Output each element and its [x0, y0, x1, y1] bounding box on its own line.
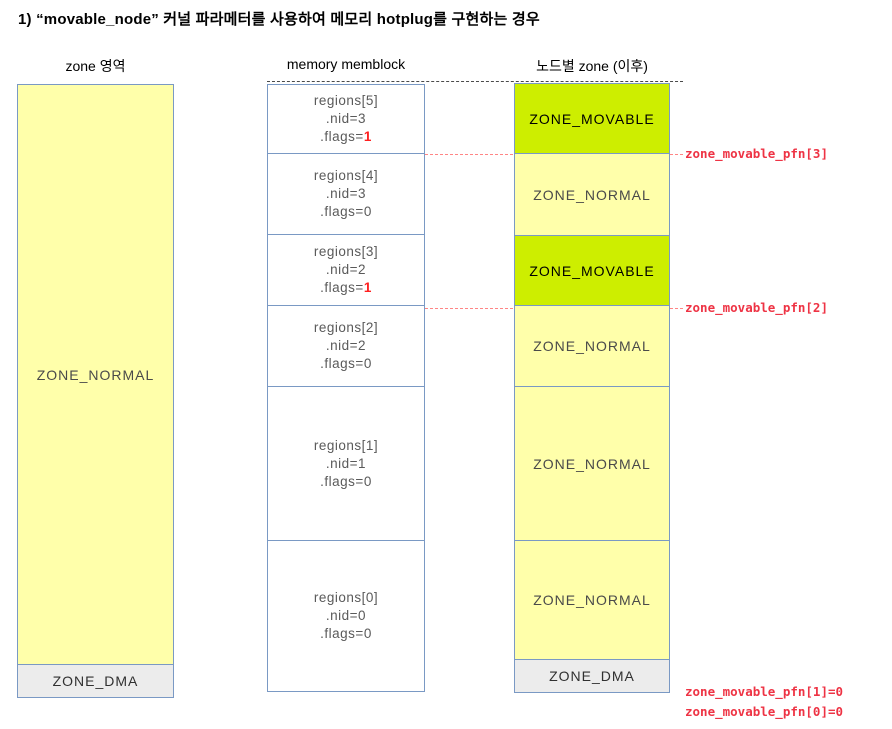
- region-flags-1: .flags=0: [320, 204, 372, 219]
- region-nid-4: .nid=1: [325, 455, 367, 471]
- region-name-3: regions[2]: [313, 320, 379, 335]
- header-zone-area: zone 영역: [65, 58, 126, 74]
- node-zone-box-0-zone_movable: ZONE_MOVABLE: [514, 83, 670, 154]
- region-name-5: regions[0]: [313, 590, 379, 605]
- region-flags-value-0: 1: [363, 129, 372, 144]
- zone-area-label-1: ZONE_DMA: [52, 673, 139, 689]
- annotation-zone-movable-pfn-3-: zone_movable_pfn[3]: [685, 146, 828, 161]
- region-flags-3: .flags=0: [320, 356, 372, 371]
- memblock-region-0: regions[5] .nid=3 .flags=1: [267, 84, 425, 154]
- zone-area-label-0: ZONE_NORMAL: [36, 366, 155, 383]
- node-zone-box-1-zone_normal: ZONE_NORMAL: [514, 153, 670, 236]
- node-zone-box-6-zone_dma: ZONE_DMA: [514, 659, 670, 693]
- node-zone-label-0: ZONE_MOVABLE: [529, 110, 655, 127]
- region-nid-3: .nid=2: [325, 338, 367, 353]
- region-flags-value-3: 0: [363, 356, 372, 371]
- region-nid-0: .nid=3: [325, 111, 367, 126]
- node-zone-label-5: ZONE_NORMAL: [533, 592, 651, 608]
- region-flags-4: .flags=0: [320, 473, 372, 489]
- memblock-region-5: regions[0] .nid=0 .flags=0: [267, 540, 425, 692]
- region-flags-5: .flags=0: [320, 626, 372, 641]
- region-flags-value-1: 0: [363, 204, 372, 219]
- header-memblock: memory memblock: [286, 56, 406, 72]
- region-flags-value-5: 0: [363, 626, 372, 641]
- node-zone-label-1: ZONE_NORMAL: [533, 186, 651, 203]
- node-zone-column: ZONE_MOVABLE ZONE_NORMAL ZONE_MOVABLE ZONE_…: [514, 83, 670, 693]
- memblock-column: regions[5] .nid=3 .flags=1 regions[4] .nid=3…: [267, 84, 425, 692]
- node-zone-label-6: ZONE_DMA: [549, 668, 635, 684]
- node-zone-label-4: ZONE_NORMAL: [533, 455, 651, 472]
- annotation-zone-movable-pfn-2-: zone_movable_pfn[2]: [685, 300, 828, 315]
- region-name-1: regions[4]: [313, 168, 379, 183]
- node-zone-box-4-zone_normal: ZONE_NORMAL: [514, 386, 670, 541]
- node-zone-label-2: ZONE_MOVABLE: [529, 262, 655, 279]
- zone-area-box-0-zone_normal: ZONE_NORMAL: [17, 84, 174, 665]
- annotation-zone-movable-pfn-0-0: zone_movable_pfn[0]=0: [685, 704, 844, 719]
- region-flags-2: .flags=1: [320, 280, 372, 295]
- region-name-2: regions[3]: [313, 244, 379, 259]
- annotation-zone-movable-pfn-1-0: zone_movable_pfn[1]=0: [685, 684, 844, 699]
- memblock-region-3: regions[2] .nid=2 .flags=0: [267, 305, 425, 387]
- region-nid-5: .nid=0: [325, 608, 367, 623]
- header-node-zone: 노드별 zone (이후): [536, 58, 648, 74]
- zone-area-box-1-zone_dma: ZONE_DMA: [17, 664, 174, 698]
- region-flags-value-4: 0: [363, 473, 372, 489]
- region-flags-value-2: 1: [363, 280, 372, 295]
- region-flags-0: .flags=1: [320, 129, 372, 144]
- memblock-region-1: regions[4] .nid=3 .flags=0: [267, 153, 425, 235]
- region-nid-1: .nid=3: [325, 186, 367, 201]
- node-zone-box-2-zone_movable: ZONE_MOVABLE: [514, 235, 670, 306]
- zone-area-column: ZONE_NORMAL ZONE_DMA: [17, 84, 174, 698]
- memblock-top-dashed-line: [267, 81, 683, 82]
- region-name-0: regions[5]: [313, 93, 379, 108]
- region-nid-2: .nid=2: [325, 262, 367, 277]
- node-zone-box-5-zone_normal: ZONE_NORMAL: [514, 540, 670, 660]
- node-zone-box-3-zone_normal: ZONE_NORMAL: [514, 305, 670, 387]
- diagram-title: 1) “movable_node” 커널 파라메터를 사용하여 메모리 hotp…: [18, 11, 540, 28]
- node-zone-label-3: ZONE_NORMAL: [533, 338, 651, 354]
- region-name-4: regions[1]: [313, 437, 379, 453]
- memblock-region-4: regions[1] .nid=1 .flags=0: [267, 386, 425, 541]
- memblock-region-2: regions[3] .nid=2 .flags=1: [267, 234, 425, 306]
